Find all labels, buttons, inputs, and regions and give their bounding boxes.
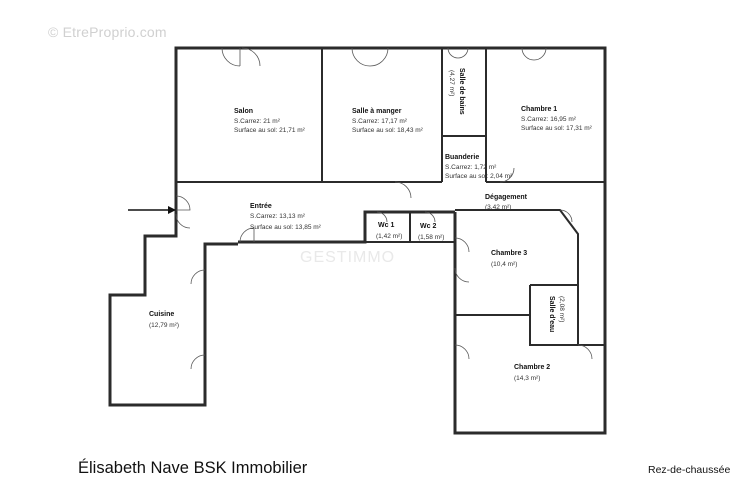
room-surface: Surface au sol: 17,31 m²: [521, 125, 593, 132]
room-carrez: S.Carrez: 13,13 m²: [250, 213, 306, 220]
room-surface: Surface au sol: 13,85 m²: [250, 224, 322, 231]
room-surface: Surface au sol: 21,71 m²: [234, 127, 306, 134]
room-entree: Entrée S.Carrez: 13,13 m² Surface au sol…: [250, 203, 322, 231]
entrance-arrow-icon: [128, 206, 176, 214]
doors: [175, 47, 593, 370]
room-name: Dégagement: [485, 194, 528, 201]
room-area: (4,27 m²): [448, 70, 455, 96]
room-name: Salle à manger: [352, 108, 402, 115]
room-area: (14,3 m²): [514, 375, 540, 382]
room-area: (3,42 m²): [485, 204, 511, 211]
room-area: (1,42 m²): [376, 233, 402, 240]
room-carrez: S.Carrez: 17,17 m²: [352, 118, 408, 125]
room-carrez: S.Carrez: 16,95 m²: [521, 116, 577, 123]
room-carrez: S.Carrez: 21 m²: [234, 118, 281, 125]
center-watermark: GESTIMMO: [300, 249, 395, 266]
room-name: Chambre 2: [514, 364, 550, 371]
watermark-text: © EtreProprio.com: [48, 24, 167, 40]
room-name: Chambre 1: [521, 106, 557, 113]
room-name: Wc 1: [378, 222, 394, 229]
room-degagement: Dégagement (3,42 m²): [485, 194, 528, 211]
room-area: (2,08 m²): [558, 296, 565, 322]
room-salon: Salon S.Carrez: 21 m² Surface au sol: 21…: [234, 108, 306, 134]
room-name: Salle de bains: [458, 68, 465, 115]
room-name: Chambre 3: [491, 250, 527, 257]
room-chambre-3: Chambre 3 (10,4 m²): [491, 250, 527, 268]
room-name: Cuisine: [149, 311, 174, 318]
room-name: Salon: [234, 108, 253, 115]
room-area: (10,4 m²): [491, 261, 517, 268]
room-carrez: S.Carrez: 1,72 m²: [445, 164, 497, 171]
room-chambre-2: Chambre 2 (14,3 m²): [514, 364, 550, 382]
room-salle-a-manger: Salle à manger S.Carrez: 17,17 m² Surfac…: [352, 108, 424, 134]
agency-name: Élisabeth Nave BSK Immobilier: [78, 459, 308, 477]
floor-level-label: Rez-de-chaussée: [648, 464, 731, 476]
room-name: Salle d'eau: [548, 296, 555, 332]
room-cuisine: Cuisine (12,79 m²): [149, 311, 179, 329]
room-salle-de-bains: Salle de bains (4,27 m²): [448, 68, 465, 115]
room-chambre-1: Chambre 1 S.Carrez: 16,95 m² Surface au …: [521, 106, 593, 132]
room-surface: Surface au sol: 2,04 m²: [445, 173, 513, 180]
room-name: Buanderie: [445, 154, 479, 161]
room-buanderie: Buanderie S.Carrez: 1,72 m² Surface au s…: [445, 154, 513, 180]
room-surface: Surface au sol: 18,43 m²: [352, 127, 424, 134]
room-wc2: Wc 2 (1,58 m²): [418, 223, 444, 241]
room-area: (12,79 m²): [149, 322, 179, 329]
room-name: Entrée: [250, 203, 272, 210]
room-area: (1,58 m²): [418, 234, 444, 241]
room-name: Wc 2: [420, 223, 436, 230]
room-wc1: Wc 1 (1,42 m²): [376, 222, 402, 240]
room-salle-d-eau: Salle d'eau (2,08 m²): [548, 296, 565, 332]
